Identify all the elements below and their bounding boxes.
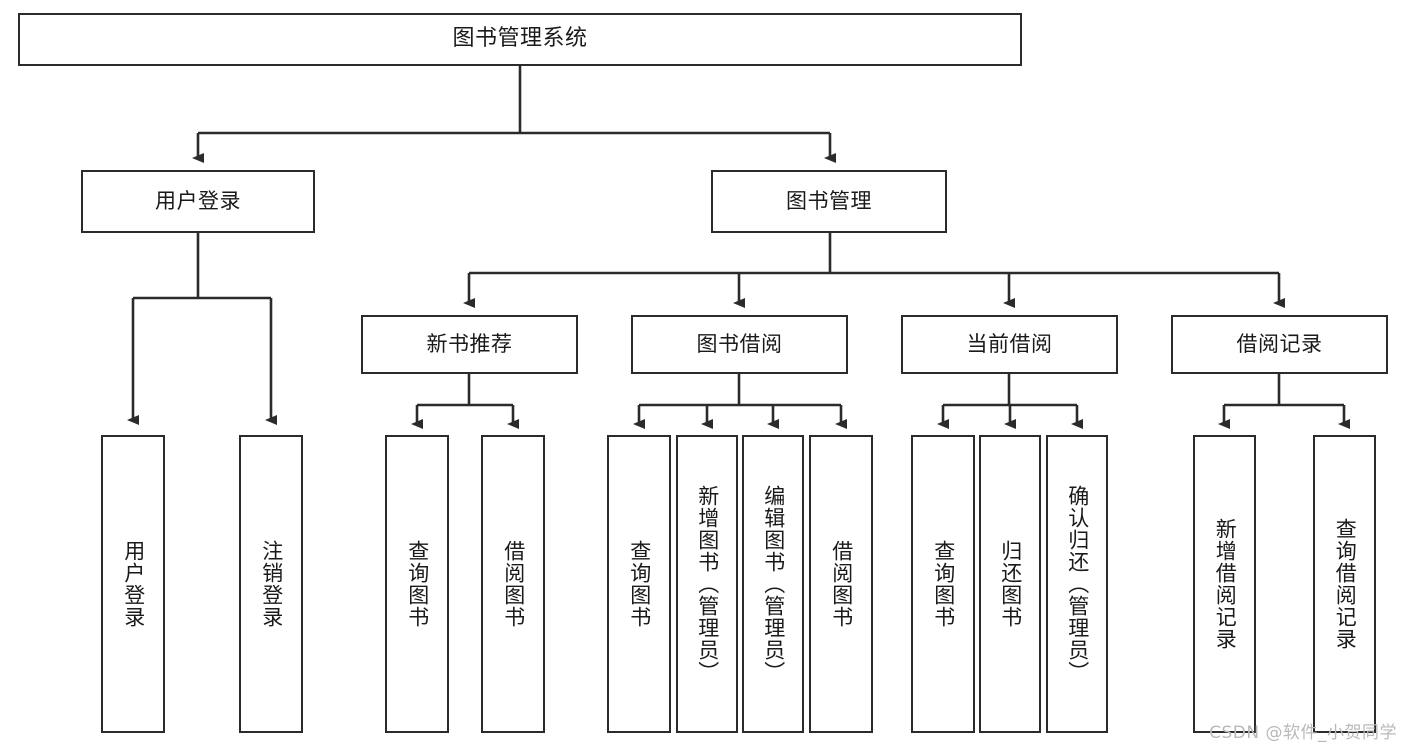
node-book-borrow-label: 图书借阅 <box>696 331 783 356</box>
node-leaf-query-book-1-label: 查询图书 <box>405 540 430 628</box>
node-leaf-query-book-2-label: 查询图书 <box>627 540 652 628</box>
node-root-label: 图书管理系统 <box>452 26 588 52</box>
node-new-book-recommend[interactable]: 新书推荐 <box>361 315 578 374</box>
node-borrow-record-label: 借阅记录 <box>1236 331 1323 356</box>
node-leaf-logout-login-label: 注销登录 <box>259 540 284 628</box>
node-leaf-return-book-label: 归还图书 <box>998 540 1023 628</box>
node-leaf-query-book-3-label: 查询图书 <box>931 540 956 628</box>
node-leaf-borrow-book-1-label: 借阅图书 <box>501 540 526 628</box>
node-leaf-borrow-book-2[interactable]: 借阅图书 <box>809 435 873 733</box>
node-leaf-borrow-book-2-label: 借阅图书 <box>829 540 854 628</box>
node-leaf-confirm-return[interactable]: 确认归还（管理员） <box>1046 435 1108 733</box>
node-leaf-query-record-label: 查询借阅记录 <box>1333 518 1358 650</box>
node-user-login[interactable]: 用户登录 <box>81 170 315 233</box>
node-leaf-user-login[interactable]: 用户登录 <box>101 435 165 733</box>
node-current-borrow[interactable]: 当前借阅 <box>901 315 1118 374</box>
node-leaf-add-book[interactable]: 新增图书（管理员） <box>676 435 738 733</box>
node-leaf-query-book-1[interactable]: 查询图书 <box>385 435 449 733</box>
node-leaf-confirm-return-label: 确认归还（管理员） <box>1065 485 1090 683</box>
node-new-book-recommend-label: 新书推荐 <box>426 331 513 356</box>
node-book-manage[interactable]: 图书管理 <box>711 170 947 233</box>
node-leaf-query-book-2[interactable]: 查询图书 <box>607 435 671 733</box>
node-leaf-add-book-label: 新增图书（管理员） <box>695 485 720 683</box>
node-leaf-query-record[interactable]: 查询借阅记录 <box>1313 435 1376 733</box>
node-book-borrow[interactable]: 图书借阅 <box>631 315 848 374</box>
node-leaf-borrow-book-1[interactable]: 借阅图书 <box>481 435 545 733</box>
node-leaf-logout-login[interactable]: 注销登录 <box>239 435 303 733</box>
node-leaf-edit-book-label: 编辑图书（管理员） <box>761 485 786 683</box>
node-root[interactable]: 图书管理系统 <box>18 13 1022 66</box>
node-leaf-user-login-label: 用户登录 <box>121 540 146 628</box>
node-current-borrow-label: 当前借阅 <box>966 331 1053 356</box>
node-leaf-add-record[interactable]: 新增借阅记录 <box>1193 435 1256 733</box>
node-borrow-record[interactable]: 借阅记录 <box>1171 315 1388 374</box>
node-user-login-label: 用户登录 <box>155 188 241 213</box>
node-book-manage-label: 图书管理 <box>786 188 872 213</box>
node-leaf-add-record-label: 新增借阅记录 <box>1213 518 1238 650</box>
node-leaf-query-book-3[interactable]: 查询图书 <box>911 435 975 733</box>
node-leaf-edit-book[interactable]: 编辑图书（管理员） <box>742 435 804 733</box>
watermark-text: CSDN @软件_小贺同学 <box>1209 723 1397 743</box>
node-leaf-return-book[interactable]: 归还图书 <box>979 435 1041 733</box>
